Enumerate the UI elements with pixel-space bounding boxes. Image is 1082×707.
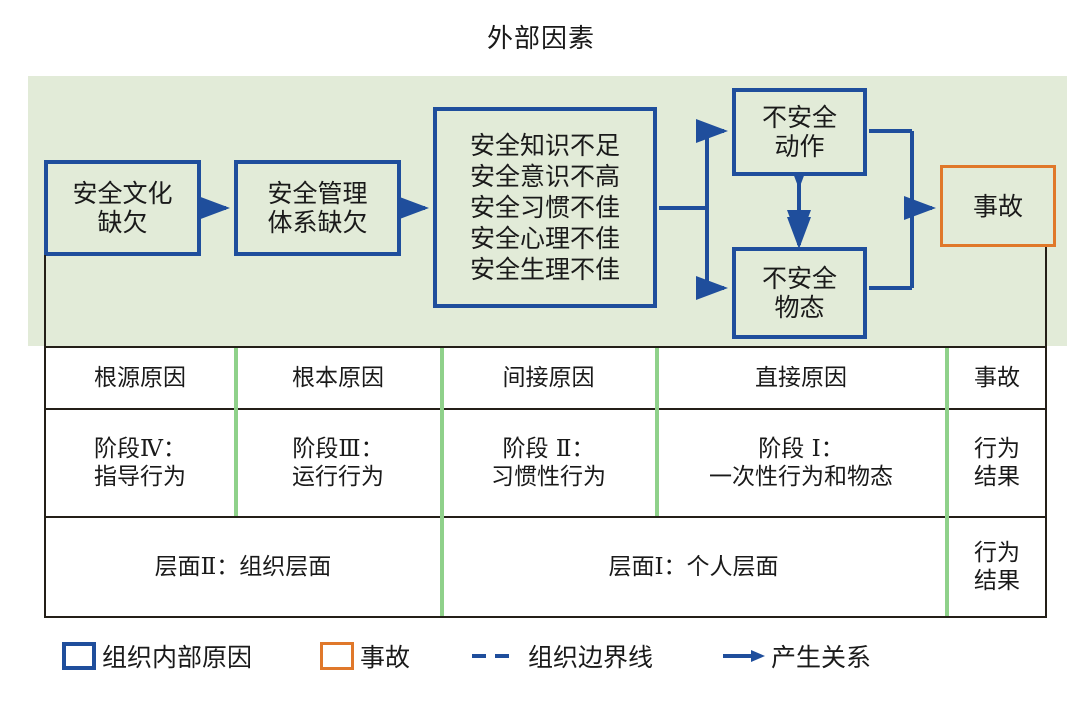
legend-label: 组织内部原因 [102,643,253,672]
cell-indirect-cause: 间接原因 [442,348,655,408]
arrow-icon [721,645,767,667]
cell-text: 根源原因 [94,364,186,391]
cell-stage-3: 阶段Ⅲ： 运行行为 [236,410,440,516]
cell-behavior-result-layer: 行为 结果 [947,518,1047,616]
dashed-line-icon [470,645,522,667]
cell-direct-cause: 直接原因 [657,348,945,408]
organization-boundary-line-right [1045,247,1047,347]
node-accident[interactable]: 事故 [940,165,1056,247]
orange-square-outline-icon [320,642,355,670]
cell-text: 层面Ⅰ：个人层面 [608,553,779,580]
cell-text: 层面Ⅱ：组织层面 [154,553,332,580]
cell-text: 行为 结果 [974,435,1020,490]
legend-item-generation-relation: 产生关系 [721,638,871,674]
table-row-cause-level: 根源原因 根本原因 间接原因 直接原因 事故 [46,348,1045,410]
table-row-layer-level: 层面Ⅱ：组织层面 层面Ⅰ：个人层面 行为 结果 [46,518,1045,616]
table-separator-4 [945,348,949,616]
legend-item-accident: 事故 [320,638,410,674]
cell-fundamental-cause: 根本原因 [236,348,440,408]
cell-stage-2: 阶段 Ⅱ： 习惯性行为 [442,410,655,516]
node-unsafe-condition[interactable]: 不安全 物态 [732,247,867,339]
blue-square-outline-icon [62,642,96,670]
node-label: 安全文化 缺欠 [72,179,173,237]
cell-stage-1: 阶段 Ⅰ： 一次性行为和物态 [657,410,945,516]
node-label: 不安全 物态 [761,264,837,322]
node-safety-management-system-deficiency[interactable]: 安全管理 体系缺欠 [234,160,401,256]
node-safety-culture-deficiency[interactable]: 安全文化 缺欠 [44,160,201,256]
legend-label: 组织边界线 [528,643,654,672]
cell-layer-2-organization: 层面Ⅱ：组织层面 [46,518,440,616]
cell-text: 阶段 Ⅰ： 一次性行为和物态 [709,435,893,490]
cell-text: 间接原因 [502,364,595,391]
cell-text: 阶段Ⅳ： 指导行为 [94,435,186,490]
legend-item-organization-boundary: 组织边界线 [470,638,653,674]
cell-stage-4: 阶段Ⅳ： 指导行为 [46,410,234,516]
cell-text: 事故 [974,364,1020,391]
classification-table: 根源原因 根本原因 间接原因 直接原因 事故 阶段Ⅳ： 指导行为 阶段Ⅲ： 运行… [44,346,1047,618]
cell-text: 直接原因 [755,364,847,391]
cell-behavior-result-stage: 行为 结果 [947,410,1047,516]
node-unsafe-action[interactable]: 不安全 动作 [732,88,867,176]
legend-label: 事故 [360,643,411,672]
table-separator-1 [234,348,238,516]
node-label: 安全管理 体系缺欠 [267,179,368,237]
table-separator-2 [440,348,444,616]
cell-text: 阶段Ⅲ： 运行行为 [292,435,384,490]
organization-boundary-line-left [44,255,46,347]
diagram-title: 外部因素 [486,24,595,54]
cell-text: 阶段 Ⅱ： 习惯性行为 [491,435,606,490]
legend: 组织内部原因 事故 组织边界线 产生关系 [44,634,1054,678]
node-label: 安全知识不足 安全意识不高 安全习惯不佳 安全心理不佳 安全生理不佳 [469,131,620,284]
node-label: 不安全 动作 [761,103,837,161]
cell-layer-1-individual: 层面Ⅰ：个人层面 [442,518,945,616]
table-separator-3 [655,348,659,516]
cell-root-source-cause: 根源原因 [46,348,234,408]
legend-item-organization-internal-cause: 组织内部原因 [62,638,252,674]
node-label: 事故 [972,191,1023,221]
legend-label: 产生关系 [771,643,872,672]
table-row-stage-level: 阶段Ⅳ： 指导行为 阶段Ⅲ： 运行行为 阶段 Ⅱ： 习惯性行为 阶段 Ⅰ： 一次… [46,410,1045,518]
cell-accident: 事故 [947,348,1047,408]
cell-text: 根本原因 [292,364,384,391]
cell-text: 行为 结果 [974,539,1020,594]
node-indirect-causes-list[interactable]: 安全知识不足 安全意识不高 安全习惯不佳 安全心理不佳 安全生理不佳 [433,107,657,308]
